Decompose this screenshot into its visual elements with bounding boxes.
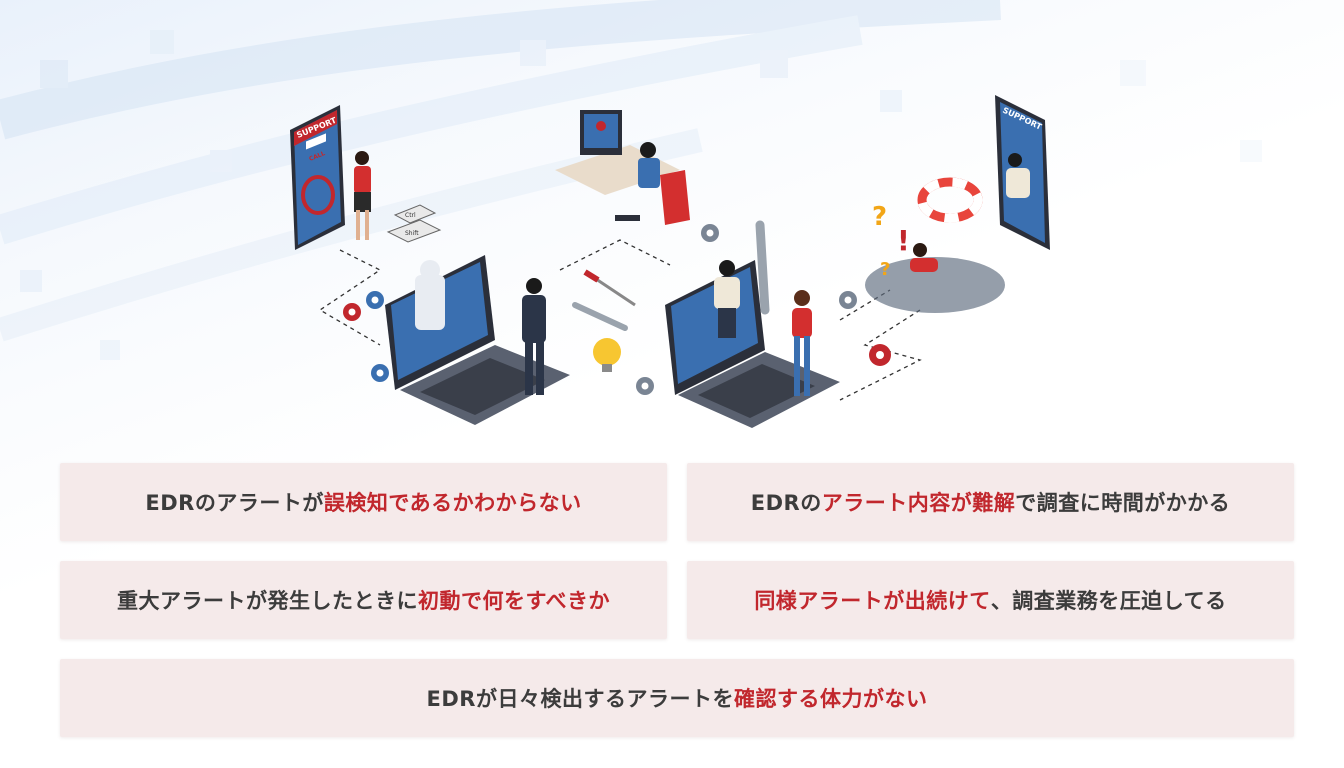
card-highlight: 同様アラートが出続けて (754, 589, 991, 613)
svg-text:Shift: Shift (405, 230, 419, 237)
lightbulb-icon (593, 338, 621, 372)
problem-card: EDRのアラートが誤検知であるかわからない (60, 463, 667, 541)
hole-icon (865, 257, 1005, 313)
background-decoration (0, 0, 1001, 360)
card-text: 、調査業務を圧迫してる (990, 589, 1227, 613)
card-text: EDRの (750, 491, 822, 515)
laptop-icon (665, 220, 840, 428)
card-highlight: 誤検知であるかわからない (323, 491, 582, 515)
card-text: EDRが日々検出するアラートを (426, 687, 734, 711)
support-illustration: SUPPORT CALL Ctrl Shift (290, 95, 1050, 428)
lifebuoy-icon (917, 177, 983, 223)
person-icon (792, 290, 812, 396)
card-text: で調査に時間がかかる (1015, 491, 1231, 515)
svg-text:?: ? (880, 259, 890, 280)
question-mark-icon: ? ? (872, 202, 890, 280)
laptop-icon (385, 255, 570, 425)
card-highlight: 初動で何をすべきか (417, 589, 611, 613)
problem-card: EDRが日々検出するアラートを確認する体力がない (60, 659, 1294, 737)
desk-worker-icon (555, 110, 690, 225)
svg-text:Ctrl: Ctrl (405, 212, 416, 219)
exclamation-icon: ! (897, 224, 910, 257)
gear-icon (343, 224, 891, 395)
card-highlight: 確認する体力がない (733, 687, 928, 711)
smartphone-icon: SUPPORT CALL (290, 105, 345, 250)
card-text: EDRのアラートが (145, 491, 324, 515)
problem-card: EDRのアラート内容が難解で調査に時間がかかる (687, 463, 1294, 541)
problem-card: 同様アラートが出続けて、調査業務を圧迫してる (687, 561, 1294, 639)
person-icon (714, 260, 740, 338)
keyboard-keys-icon: Ctrl Shift (386, 204, 442, 243)
person-icon (354, 151, 371, 240)
person-icon (522, 278, 546, 395)
card-highlight: アラート内容が難解 (821, 491, 1016, 515)
svg-text:?: ? (872, 202, 887, 232)
card-text: 重大アラートが発生したときに (116, 589, 418, 613)
svg-text:!: ! (897, 224, 910, 257)
wrench-icon (572, 302, 628, 331)
problem-card: 重大アラートが発生したときに初動で何をすべきか (60, 561, 667, 639)
person-icon (910, 243, 938, 272)
smartphone-icon: SUPPORT (995, 95, 1050, 250)
screwdriver-icon (583, 269, 636, 307)
